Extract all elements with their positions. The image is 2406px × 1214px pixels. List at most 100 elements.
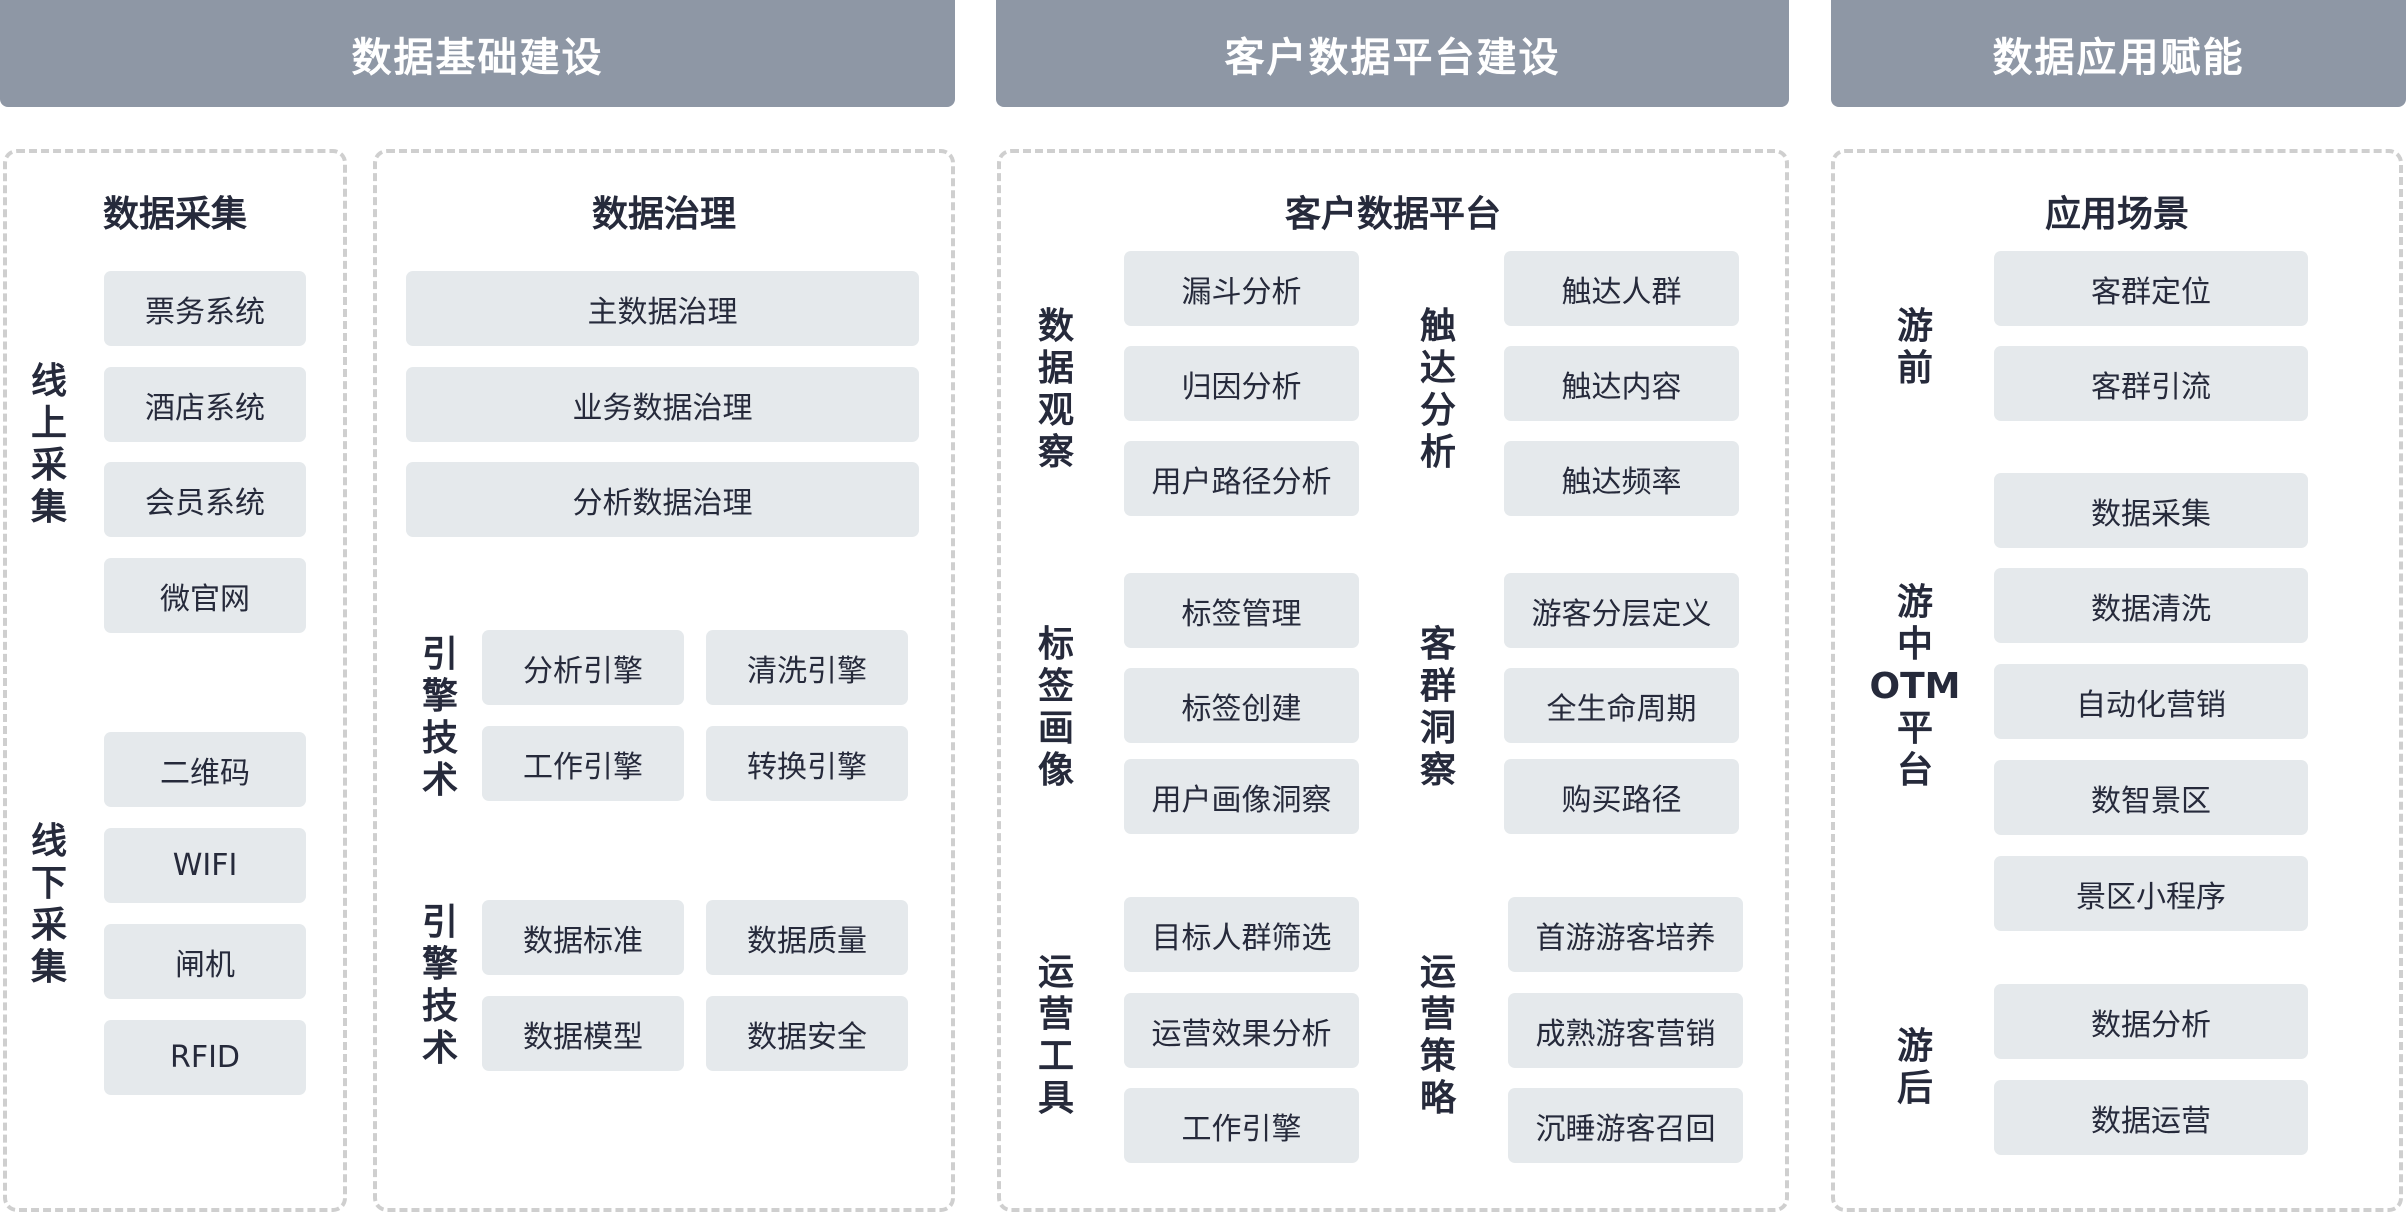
item-tag-management[interactable]: 标签管理	[1124, 573, 1359, 648]
item-reach-audience[interactable]: 触达人群	[1504, 251, 1739, 326]
item-analysis-engine[interactable]: 分析引擎	[482, 630, 684, 705]
panel-data-collection	[3, 149, 347, 1212]
item-gate[interactable]: 闸机	[104, 924, 306, 999]
item-dormant-visitor-recall[interactable]: 沉睡游客召回	[1508, 1088, 1743, 1163]
item-mature-visitor-marketing[interactable]: 成熟游客营销	[1508, 993, 1743, 1068]
item-data-operations[interactable]: 数据运营	[1994, 1080, 2308, 1155]
item-smart-scenic-area[interactable]: 数智景区	[1994, 760, 2308, 835]
item-data-model[interactable]: 数据模型	[482, 996, 684, 1071]
item-tag-creation[interactable]: 标签创建	[1124, 668, 1359, 743]
vertical-label-char: 采	[30, 905, 67, 946]
item-analytics-data-governance[interactable]: 分析数据治理	[406, 462, 919, 537]
item-qr-code[interactable]: 二维码	[104, 732, 306, 807]
panel-title-data-collection: 数据采集	[102, 194, 247, 235]
item-automated-marketing[interactable]: 自动化营销	[1994, 664, 2308, 739]
vertical-label-char: 营	[1419, 994, 1456, 1035]
vertical-label-token: 平	[1896, 708, 1933, 749]
vertical-label-char: 下	[30, 863, 67, 904]
vertical-label-char: 线	[30, 361, 67, 402]
vertical-label-char: 引	[421, 634, 458, 675]
item-funnel-analysis[interactable]: 漏斗分析	[1124, 251, 1359, 326]
group-label-data-observation: 数据观察	[1011, 290, 1101, 490]
item-data-quality[interactable]: 数据质量	[706, 900, 908, 975]
vertical-label-char: 集	[30, 487, 67, 528]
vertical-label-token: 台	[1896, 750, 1933, 791]
vertical-label-char: 策	[1419, 1036, 1456, 1077]
item-target-audience-filter[interactable]: 目标人群筛选	[1124, 897, 1359, 972]
vertical-label-char: 标	[1037, 624, 1074, 665]
item-attribution-analysis[interactable]: 归因分析	[1124, 346, 1359, 421]
vertical-label-token: 游	[1896, 1026, 1933, 1067]
panel-title-data-governance: 数据治理	[591, 194, 736, 235]
vertical-label-char: 数	[1037, 306, 1074, 347]
item-audience-targeting[interactable]: 客群定位	[1994, 251, 2308, 326]
vertical-label-char: 集	[30, 947, 67, 988]
item-data-security[interactable]: 数据安全	[706, 996, 908, 1071]
vertical-label-char: 签	[1037, 666, 1074, 707]
item-purchase-path[interactable]: 购买路径	[1504, 759, 1739, 834]
panel-application-scenarios	[1831, 149, 2403, 1212]
vertical-label-char: 像	[1037, 750, 1074, 791]
item-ticketing-system[interactable]: 票务系统	[104, 271, 306, 346]
vertical-label-char: 析	[1419, 432, 1456, 473]
panel-data-governance	[373, 149, 955, 1212]
item-member-system[interactable]: 会员系统	[104, 462, 306, 537]
vertical-label-char: 术	[421, 760, 458, 801]
vertical-label-token: OTM	[1869, 666, 1961, 707]
group-label-offline-collection: 线下采集	[4, 821, 94, 988]
item-visitor-segmentation[interactable]: 游客分层定义	[1504, 573, 1739, 648]
vertical-label-token: 游	[1896, 306, 1933, 347]
group-label-engine-technology-1: 引擎技术	[395, 632, 485, 804]
item-business-data-governance[interactable]: 业务数据治理	[406, 367, 919, 442]
vertical-label-char: 画	[1037, 708, 1074, 749]
item-audience-acquisition[interactable]: 客群引流	[1994, 346, 2308, 421]
vertical-label-char: 营	[1037, 994, 1074, 1035]
item-workflow-engine[interactable]: 工作引擎	[482, 726, 684, 801]
group-label-pre-visit: 游前	[1870, 300, 1960, 396]
vertical-label-char: 达	[1419, 348, 1456, 389]
item-hotel-system[interactable]: 酒店系统	[104, 367, 306, 442]
vertical-label-token: 后	[1896, 1068, 1933, 1109]
item-reach-frequency[interactable]: 触达频率	[1504, 441, 1739, 516]
item-first-visit-nurture[interactable]: 首游游客培养	[1508, 897, 1743, 972]
vertical-label-char: 术	[421, 1028, 458, 1069]
group-label-audience-insight: 客群洞察	[1393, 608, 1483, 808]
panel-title-application-scenarios: 应用场景	[2044, 194, 2189, 235]
vertical-label-token: 中	[1896, 624, 1933, 665]
panel-customer-data-platform	[997, 149, 1789, 1212]
item-full-lifecycle[interactable]: 全生命周期	[1504, 668, 1739, 743]
vertical-label-char: 客	[1419, 624, 1456, 665]
item-wifi[interactable]: WIFI	[104, 828, 306, 903]
item-user-profile-insight[interactable]: 用户画像洞察	[1124, 759, 1359, 834]
vertical-label-char: 采	[30, 445, 67, 486]
group-label-tag-profile: 标签画像	[1011, 608, 1101, 808]
item-data-analysis[interactable]: 数据分析	[1994, 984, 2308, 1059]
vertical-label-char: 群	[1419, 666, 1456, 707]
item-cleaning-engine[interactable]: 清洗引擎	[706, 630, 908, 705]
item-data-collection-scenario[interactable]: 数据采集	[1994, 473, 2308, 548]
group-label-operation-tools: 运营工具	[1011, 936, 1101, 1136]
item-rfid[interactable]: RFID	[104, 1020, 306, 1095]
header-data-application: 数据应用赋能	[1831, 0, 2406, 107]
item-data-standard[interactable]: 数据标准	[482, 900, 684, 975]
vertical-label-char: 分	[1419, 390, 1456, 431]
item-user-path-analysis[interactable]: 用户路径分析	[1124, 441, 1359, 516]
vertical-label-char: 运	[1037, 952, 1074, 993]
vertical-label-char: 擎	[421, 944, 458, 985]
vertical-label-char: 具	[1037, 1078, 1074, 1119]
item-operation-effect-analysis[interactable]: 运营效果分析	[1124, 993, 1359, 1068]
vertical-label-char: 洞	[1419, 708, 1456, 749]
item-reach-content[interactable]: 触达内容	[1504, 346, 1739, 421]
item-master-data-governance[interactable]: 主数据治理	[406, 271, 919, 346]
item-scenic-mini-program[interactable]: 景区小程序	[1994, 856, 2308, 931]
item-micro-website[interactable]: 微官网	[104, 558, 306, 633]
item-data-cleaning[interactable]: 数据清洗	[1994, 568, 2308, 643]
vertical-label-char: 技	[421, 718, 458, 759]
vertical-label-char: 引	[421, 902, 458, 943]
vertical-label-char: 察	[1037, 432, 1074, 473]
item-conversion-engine[interactable]: 转换引擎	[706, 726, 908, 801]
group-label-engine-technology-2: 引擎技术	[395, 900, 485, 1072]
group-label-reach-analysis: 触达分析	[1393, 290, 1483, 490]
item-workflow-engine-cdp[interactable]: 工作引擎	[1124, 1088, 1359, 1163]
